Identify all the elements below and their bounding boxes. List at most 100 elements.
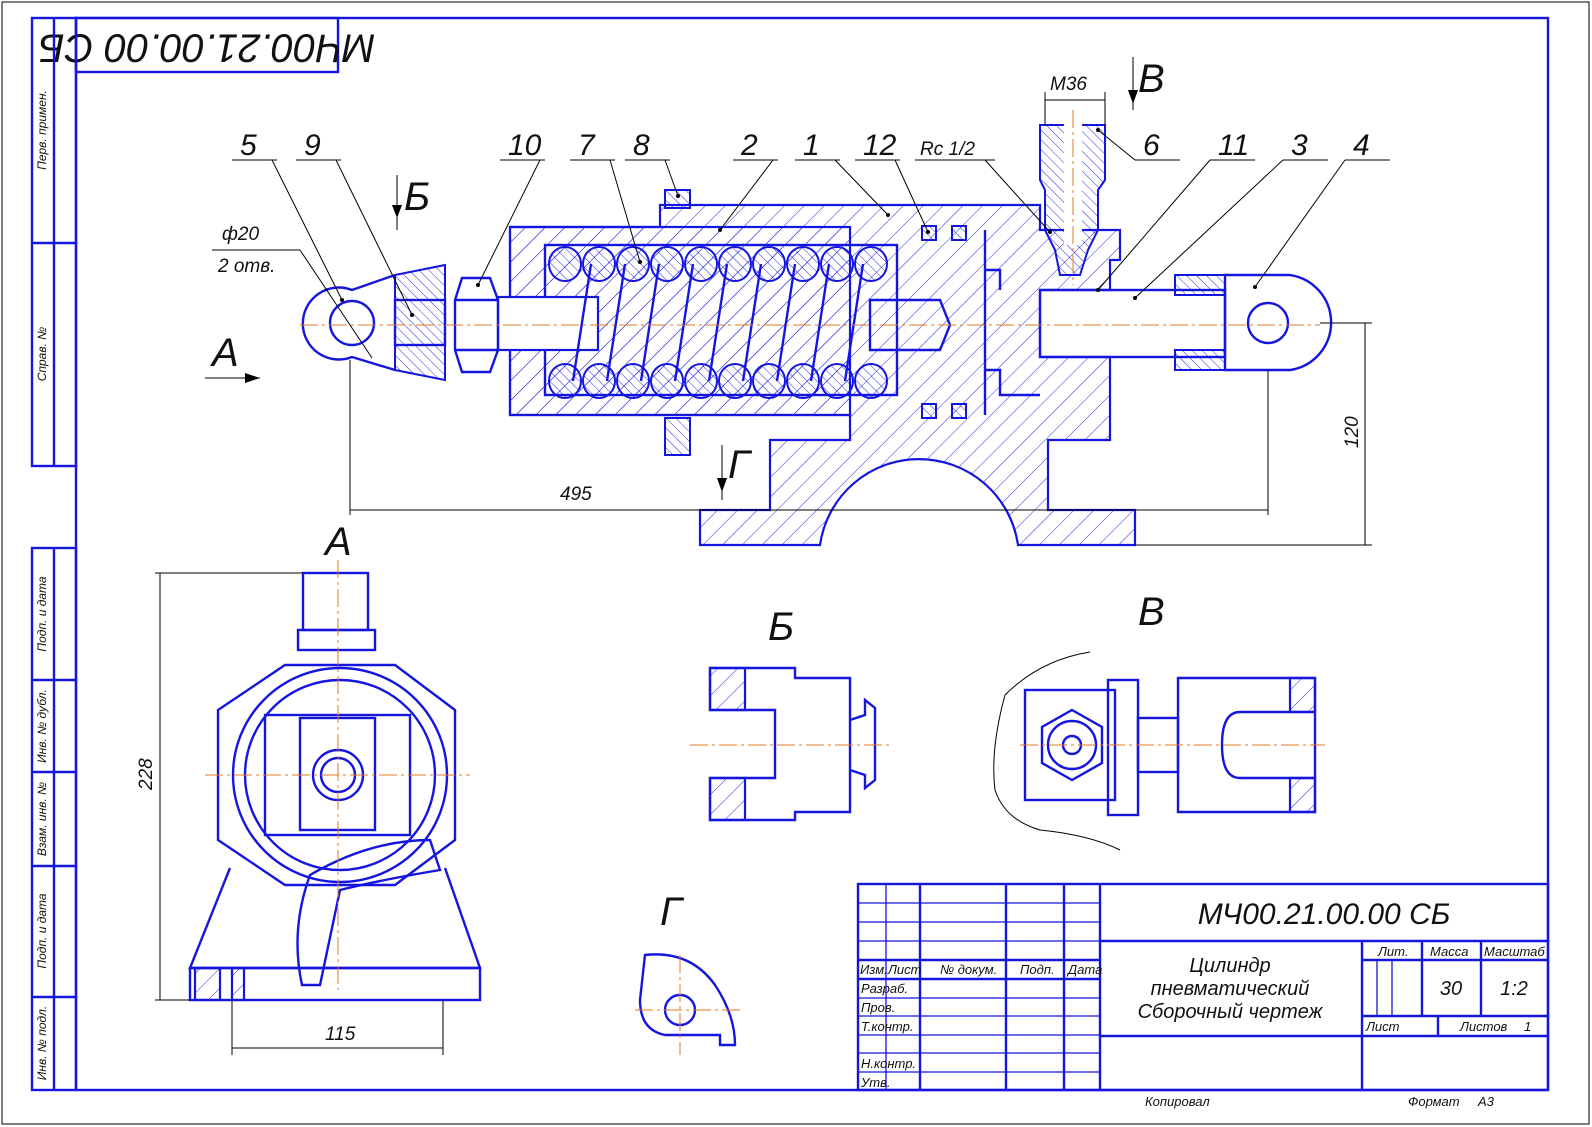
leader-line (1097, 159, 1211, 291)
side-label: Перв. примен. (35, 90, 49, 170)
spring-coil (718, 246, 752, 282)
side-label: Подп. и дата (35, 893, 49, 968)
leader-dot (638, 260, 642, 264)
spring-coil (684, 363, 718, 399)
section-mark-g: Г (728, 443, 753, 487)
copied-label: Копировал (1145, 1094, 1210, 1109)
spring-coil (854, 363, 888, 399)
part-label: 2 (740, 129, 758, 162)
leader-dot (1133, 296, 1137, 300)
leader-line (1097, 129, 1136, 161)
header-date: Дата (1066, 962, 1102, 977)
spring-coil-line (707, 263, 729, 382)
part-label: 12 (863, 129, 897, 162)
row-prov: Пров. (861, 1000, 895, 1015)
spring-coil-line (843, 263, 865, 382)
part-label: 10 (508, 129, 542, 162)
spring-coil (650, 363, 684, 399)
mass-value: 30 (1440, 978, 1462, 1000)
format-label: Формат (1408, 1094, 1460, 1109)
mass-label: Масса (1430, 944, 1468, 959)
view-v-label: В (1138, 590, 1165, 634)
title-line-1: Цилиндр (1189, 955, 1270, 977)
title-block: МЧ00.21.00.00 СБ Цилиндр пневматический … (856, 882, 1550, 1109)
scale-value: 1:2 (1500, 978, 1528, 1000)
part-label: 3 (1291, 129, 1308, 162)
view-v: В (993, 590, 1325, 851)
spring-coil (650, 246, 684, 282)
spring-coil (548, 246, 582, 282)
leader-dot (1048, 230, 1052, 234)
fork-part-9 (394, 263, 446, 382)
part-label: 1 (803, 129, 820, 162)
part-label: Rc 1/2 (920, 139, 975, 160)
title-line-3: Сборочный чертеж (1138, 1001, 1324, 1023)
side-strip: Перв. примен. Справ. № Подп. и дата Инв.… (30, 16, 78, 1092)
side-label: Инв. № дубл. (35, 689, 49, 763)
spring-coil (616, 246, 650, 282)
leader-line (664, 159, 679, 197)
designation-rotated: МЧ00.21.00.00 СБ (39, 25, 376, 69)
header-sign: Подп. (1020, 962, 1055, 977)
designation: МЧ00.21.00.00 СБ (1198, 898, 1451, 931)
nut-part-8 (664, 189, 691, 456)
leader-dot (340, 298, 344, 302)
side-label: Справ. № (35, 327, 49, 382)
row-razrab: Разраб. (861, 981, 908, 996)
spring-coil-line (639, 263, 661, 382)
spring-coil (786, 363, 820, 399)
view-b: Б (690, 605, 890, 822)
view-a: А 228 115 (136, 520, 482, 1055)
leader-dot (1096, 128, 1100, 132)
view-g-label: Г (660, 890, 685, 934)
header-izm: Изм. (860, 962, 888, 977)
spring-coil-line (809, 263, 831, 382)
title-line-2: пневматический (1151, 978, 1310, 1000)
spring-coil (718, 363, 752, 399)
part-label: 8 (633, 129, 650, 162)
leader-line (719, 159, 774, 231)
leader-dot (886, 213, 890, 217)
spring-coil-line (605, 263, 627, 382)
part-label: 11 (1218, 129, 1249, 162)
leader-line (335, 159, 413, 316)
hole-diameter-note: ф20 (222, 224, 259, 245)
leader-line (271, 159, 343, 301)
view-b-label: Б (768, 605, 794, 649)
spring-coil-line (775, 263, 797, 382)
section-mark-b: Б (404, 175, 430, 219)
row-nkontr: Н.контр. (861, 1056, 916, 1071)
length-dimension: 495 (560, 484, 592, 505)
main-dimensions: ф20 2 отв. M36 495 120 Б Г В А (205, 57, 1372, 546)
hole-count-note: 2 отв. (217, 256, 275, 277)
main-section-view (300, 110, 1333, 547)
spring-coil (616, 363, 650, 399)
view-a-label: А (323, 520, 352, 564)
spring-coil-line (571, 263, 593, 382)
spring-coil (820, 246, 854, 282)
spring-coil (582, 363, 616, 399)
spring-coil-line (673, 263, 695, 382)
spring-part-7 (548, 246, 888, 399)
view-a-width-dimension: 115 (325, 1024, 356, 1045)
spring-coil (820, 363, 854, 399)
leader-dot (676, 194, 680, 198)
spring-coil (684, 246, 718, 282)
format-value: A3 (1477, 1094, 1495, 1109)
spring-coil-line (741, 263, 763, 382)
view-a-height-dimension: 228 (136, 758, 157, 791)
height-dimension: 120 (1342, 416, 1363, 448)
spring-coil (854, 246, 888, 282)
sheets-label: Листов (1459, 1019, 1508, 1034)
spring-coil (752, 363, 786, 399)
leader-line (984, 159, 1051, 233)
leader-line (1254, 159, 1346, 288)
leader-line (1134, 159, 1284, 299)
leader-dot (1253, 285, 1257, 289)
leader-line (477, 159, 541, 286)
leader-dot (410, 313, 414, 317)
spring-coil (548, 363, 582, 399)
leader-dot (718, 228, 722, 232)
